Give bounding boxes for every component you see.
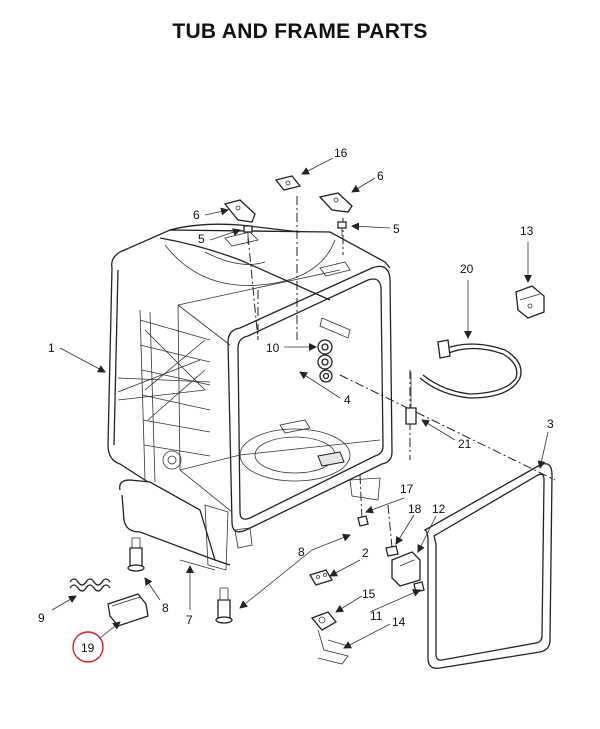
part-18-nut bbox=[385, 545, 399, 557]
part-20-hose bbox=[419, 339, 522, 399]
callout-labels: 16 6 6 5 5 13 20 1 10 4 21 3 17 18 12 8 … bbox=[38, 146, 554, 663]
part-21-connector bbox=[405, 372, 417, 425]
callout-21: 21 bbox=[458, 437, 472, 451]
callout-9: 9 bbox=[38, 611, 45, 625]
part-8-leg-right bbox=[215, 587, 233, 624]
part-13-bracket bbox=[515, 285, 545, 319]
part-3-gasket bbox=[423, 463, 553, 669]
part-12-bracket bbox=[391, 551, 421, 587]
callout-18: 18 bbox=[408, 502, 422, 516]
callout-6-left: 6 bbox=[193, 208, 200, 222]
callout-8-left: 8 bbox=[162, 601, 169, 615]
part-7-rail bbox=[179, 559, 216, 571]
part-17-screw bbox=[357, 515, 369, 527]
callout-15: 15 bbox=[362, 587, 376, 601]
part-5-screw-right bbox=[337, 221, 347, 236]
callout-1: 1 bbox=[48, 341, 55, 355]
callout-6-right: 6 bbox=[377, 169, 384, 183]
callout-19: 19 bbox=[81, 641, 95, 655]
leader-lines bbox=[51, 157, 549, 649]
part-14-bracket bbox=[317, 629, 349, 665]
callout-4: 4 bbox=[344, 393, 351, 407]
part-8-leg-left bbox=[127, 537, 145, 572]
callout-10: 10 bbox=[266, 341, 280, 355]
callout-20: 20 bbox=[460, 262, 474, 276]
part-15-switch bbox=[310, 611, 337, 631]
callout-17: 17 bbox=[400, 482, 414, 496]
part-5-screw-left bbox=[243, 225, 253, 244]
tub-assembly bbox=[107, 223, 393, 571]
part-16-clip bbox=[274, 175, 302, 191]
callout-12: 12 bbox=[432, 502, 446, 516]
callout-8-center: 8 bbox=[298, 545, 305, 559]
callout-2: 2 bbox=[362, 546, 369, 560]
callout-5-right: 5 bbox=[393, 222, 400, 236]
alignment-lines bbox=[247, 196, 556, 549]
part-9-spring bbox=[69, 578, 111, 592]
part-6-bracket-left bbox=[223, 199, 256, 223]
callout-19-highlight-circle bbox=[72, 631, 104, 663]
callout-3: 3 bbox=[547, 417, 554, 431]
callout-7: 7 bbox=[186, 613, 193, 627]
part-2-plate bbox=[309, 569, 333, 586]
diagram-title: TUB AND FRAME PARTS bbox=[172, 20, 428, 43]
callout-11: 11 bbox=[370, 609, 383, 623]
part-19-cap bbox=[107, 593, 149, 627]
callout-5-left: 5 bbox=[198, 232, 205, 246]
part-6-bracket-right bbox=[318, 192, 353, 213]
callout-16: 16 bbox=[334, 146, 348, 160]
callout-14: 14 bbox=[392, 615, 406, 629]
callout-13: 13 bbox=[520, 224, 534, 238]
